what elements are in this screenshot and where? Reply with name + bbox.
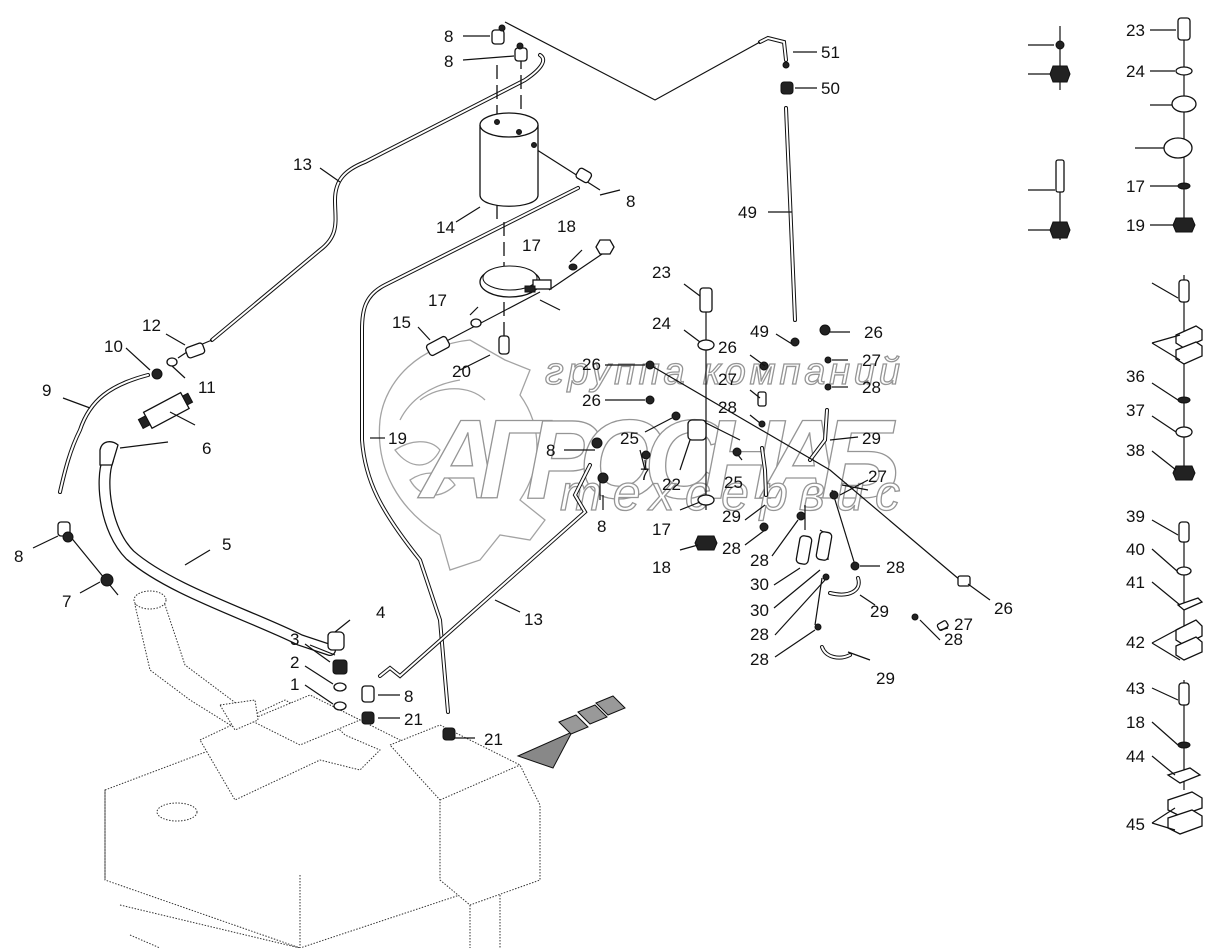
callout-5: 5	[222, 535, 231, 554]
callout-14: 14	[436, 218, 455, 237]
callout-38: 36	[1126, 367, 1145, 386]
callout-17: 18	[1126, 713, 1145, 732]
filter-clamp	[479, 265, 552, 298]
watermark: группа компаний АГРОСНАБ техсервис	[378, 339, 901, 571]
callout-26: 26	[994, 599, 1013, 618]
callout-28: 28	[750, 625, 769, 644]
callout-34: 51	[821, 43, 840, 62]
callout-30: 30	[750, 575, 769, 594]
callout-3: 3	[290, 630, 299, 649]
callout-28: 28	[750, 650, 769, 669]
callout-31: 49	[750, 322, 769, 341]
callout-8: 8	[546, 441, 555, 460]
callout-21: 21	[484, 730, 503, 749]
callout-28: 28	[722, 539, 741, 558]
callout-43: 41	[1126, 573, 1145, 592]
callout-11: 11	[198, 378, 216, 397]
callout-32: 49	[738, 203, 757, 222]
callout-27: 27	[954, 615, 973, 634]
callout-8: 8	[597, 517, 606, 536]
callout-28: 28	[862, 378, 881, 397]
callout-40: 38	[1126, 441, 1145, 460]
callout-41: 39	[1126, 507, 1145, 526]
callout-28: 28	[944, 630, 963, 649]
callout-26: 26	[718, 338, 737, 357]
callout-8: 8	[404, 687, 413, 706]
callout-13: 13	[524, 610, 543, 629]
callout-27: 27	[718, 370, 737, 389]
callout-22: 22	[662, 475, 681, 494]
callout-17: 17	[652, 520, 671, 539]
callout-27: 27	[868, 467, 887, 486]
callout-29: 29	[862, 429, 881, 448]
callout-26: 26	[582, 391, 601, 410]
parts	[57, 17, 1204, 835]
callout-28: 28	[718, 398, 737, 417]
callout-13: 13	[293, 155, 312, 174]
callout-16: 17	[428, 291, 447, 310]
callout-39: 37	[1126, 401, 1145, 420]
callout-12: 12	[142, 316, 161, 335]
callout-29: 29	[722, 507, 741, 526]
fitting-8c	[575, 167, 593, 184]
callout-8: 8	[444, 27, 453, 46]
watermark-line-2: АГРОСНАБ	[417, 397, 900, 522]
callout-44: 42	[1126, 633, 1145, 652]
fuel-tank	[104, 590, 541, 948]
callout-leaders	[32, 29, 1181, 831]
callout-8: 8	[444, 52, 453, 71]
inline-filter	[137, 391, 194, 430]
callout-45: 43	[1126, 679, 1145, 698]
callout-15: 15	[392, 313, 411, 332]
callout-labels: 8 8 13 14 8 18 17 17 15 20 12 10 11 9 6 …	[14, 21, 1145, 834]
callout-33: 50	[821, 79, 840, 98]
callout-27: 27	[862, 351, 881, 370]
callout-4: 4	[376, 603, 385, 622]
callout-25: 25	[620, 429, 639, 448]
callout-24: 24	[652, 314, 671, 333]
callout-42: 40	[1126, 540, 1145, 559]
callout-17: 17	[522, 236, 541, 255]
fitting-8a	[491, 29, 505, 45]
callout-23: 23	[652, 263, 671, 282]
callout-28: 28	[886, 558, 905, 577]
callout-30: 30	[750, 601, 769, 620]
callout-46: 44	[1126, 747, 1145, 766]
callout-7: 7	[640, 465, 649, 484]
callout-20: 19	[388, 429, 407, 448]
callout-24: 24	[1126, 62, 1145, 81]
callout-17: 17	[1126, 177, 1145, 196]
callout-18: 19	[1126, 216, 1145, 235]
callout-21: 21	[404, 710, 423, 729]
callout-2: 2	[290, 653, 299, 672]
callout-6: 6	[202, 439, 211, 458]
callout-25: 25	[724, 473, 743, 492]
watermark-gear-logo	[378, 339, 546, 571]
callout-28: 28	[750, 551, 769, 570]
callout-19: 20	[452, 362, 471, 381]
callout-18: 18	[652, 558, 671, 577]
callout-18: 18	[557, 217, 576, 236]
direction-arrow	[516, 695, 626, 769]
callout-47: 45	[1126, 815, 1145, 834]
callout-8: 8	[626, 192, 635, 211]
pipes	[58, 35, 861, 714]
fuel-filter	[479, 112, 539, 207]
callout-7: 7	[62, 592, 71, 611]
callout-23: 23	[1126, 21, 1145, 40]
callout-29: 29	[876, 669, 895, 688]
watermark-line-3: техсервис	[560, 465, 900, 521]
fitting-8b	[514, 47, 528, 62]
callout-26: 26	[582, 355, 601, 374]
callout-29: 29	[870, 602, 889, 621]
callout-10: 10	[104, 337, 123, 356]
callout-9: 9	[42, 381, 51, 400]
callout-26: 26	[864, 323, 883, 342]
callout-8: 8	[14, 547, 23, 566]
callout-1: 1	[290, 675, 299, 694]
